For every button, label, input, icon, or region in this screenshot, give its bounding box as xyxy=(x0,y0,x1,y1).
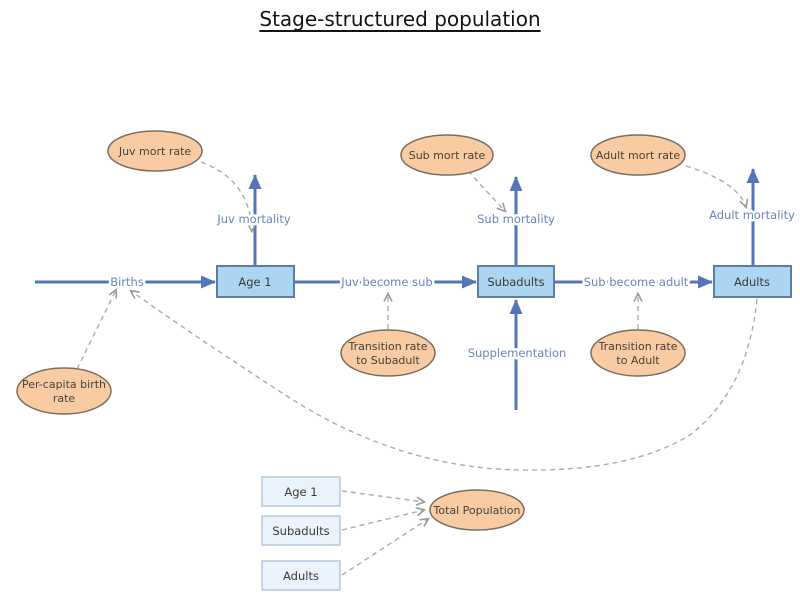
connector-subadults-to-total-population[interactable] xyxy=(341,510,424,531)
connector-birth-rate-to-births[interactable] xyxy=(76,290,116,370)
per-capita-birth-rate-label-line1: Per-capita birth xyxy=(22,378,106,391)
juv-mortality-label: Juv mortality xyxy=(216,212,291,226)
sub-mort-rate-label: Sub mort rate xyxy=(409,149,486,162)
juv-mort-rate-label: Juv mort rate xyxy=(118,145,192,158)
births-label: Births xyxy=(110,275,144,289)
report-box-subadults[interactable] xyxy=(261,515,341,546)
adult-mort-rate-label: Adult mort rate xyxy=(596,149,681,162)
flows-layer xyxy=(35,168,760,410)
transition-rate-adult-label-line1: Transition rate xyxy=(597,340,677,353)
report-box-adults[interactable] xyxy=(261,560,341,591)
connector-age1-to-total-population[interactable] xyxy=(341,490,424,502)
converter-transition-rate-subadult[interactable] xyxy=(340,329,436,377)
transition-rate-subadult-label-line1: Transition rate xyxy=(347,340,427,353)
connector-adults-to-births[interactable] xyxy=(131,291,758,471)
report-adults-label: Adults xyxy=(283,569,319,583)
connector-juv-mort-rate-to-juv-mortality[interactable] xyxy=(200,161,252,231)
connector-sub-mort-rate-to-sub-mortality[interactable] xyxy=(467,170,505,211)
sub-mortality-label: Sub mortality xyxy=(477,212,555,226)
stock-adults[interactable] xyxy=(713,265,792,298)
stock-adults-label: Adults xyxy=(734,275,770,289)
per-capita-birth-rate-label-line2: rate xyxy=(53,392,76,405)
converter-total-population[interactable] xyxy=(429,489,525,531)
converter-adult-mort-rate[interactable] xyxy=(590,134,686,176)
connector-adults-to-total-population[interactable] xyxy=(341,519,428,576)
report-box-age1[interactable] xyxy=(261,476,341,507)
stock-subadults[interactable] xyxy=(477,265,555,298)
converter-per-capita-birth-rate[interactable] xyxy=(16,367,112,415)
adult-mortality-label: Adult mortality xyxy=(709,208,795,222)
connector-adult-mort-rate-to-adult-mortality[interactable] xyxy=(685,165,746,207)
stock-age1[interactable] xyxy=(216,265,295,298)
diagram-title: Stage-structured population xyxy=(259,7,541,31)
connectors-layer xyxy=(76,161,758,576)
report-subadults-label: Subadults xyxy=(272,524,329,538)
converter-sub-mort-rate[interactable] xyxy=(400,134,494,176)
stock-subadults-label: Subadults xyxy=(487,275,544,289)
stocks-layer xyxy=(216,265,792,298)
converter-juv-mort-rate[interactable] xyxy=(107,130,203,172)
report-age1-label: Age 1 xyxy=(284,485,317,499)
sub-become-adult-label: Sub become adult xyxy=(584,275,689,289)
total-population-label: Total Population xyxy=(433,504,521,517)
converter-transition-rate-adult[interactable] xyxy=(590,329,686,377)
converters-layer xyxy=(16,130,686,531)
supplementation-label: Supplementation xyxy=(468,346,567,360)
stock-age1-label: Age 1 xyxy=(238,275,271,289)
labels-layer: Births Juv become sub Sub become adult J… xyxy=(22,145,798,583)
reports-layer xyxy=(261,476,341,591)
transition-rate-subadult-label-line2: to Subadult xyxy=(356,354,420,367)
juv-become-sub-label: Juv become sub xyxy=(340,275,432,289)
transition-rate-adult-label-line2: to Adult xyxy=(616,354,660,367)
